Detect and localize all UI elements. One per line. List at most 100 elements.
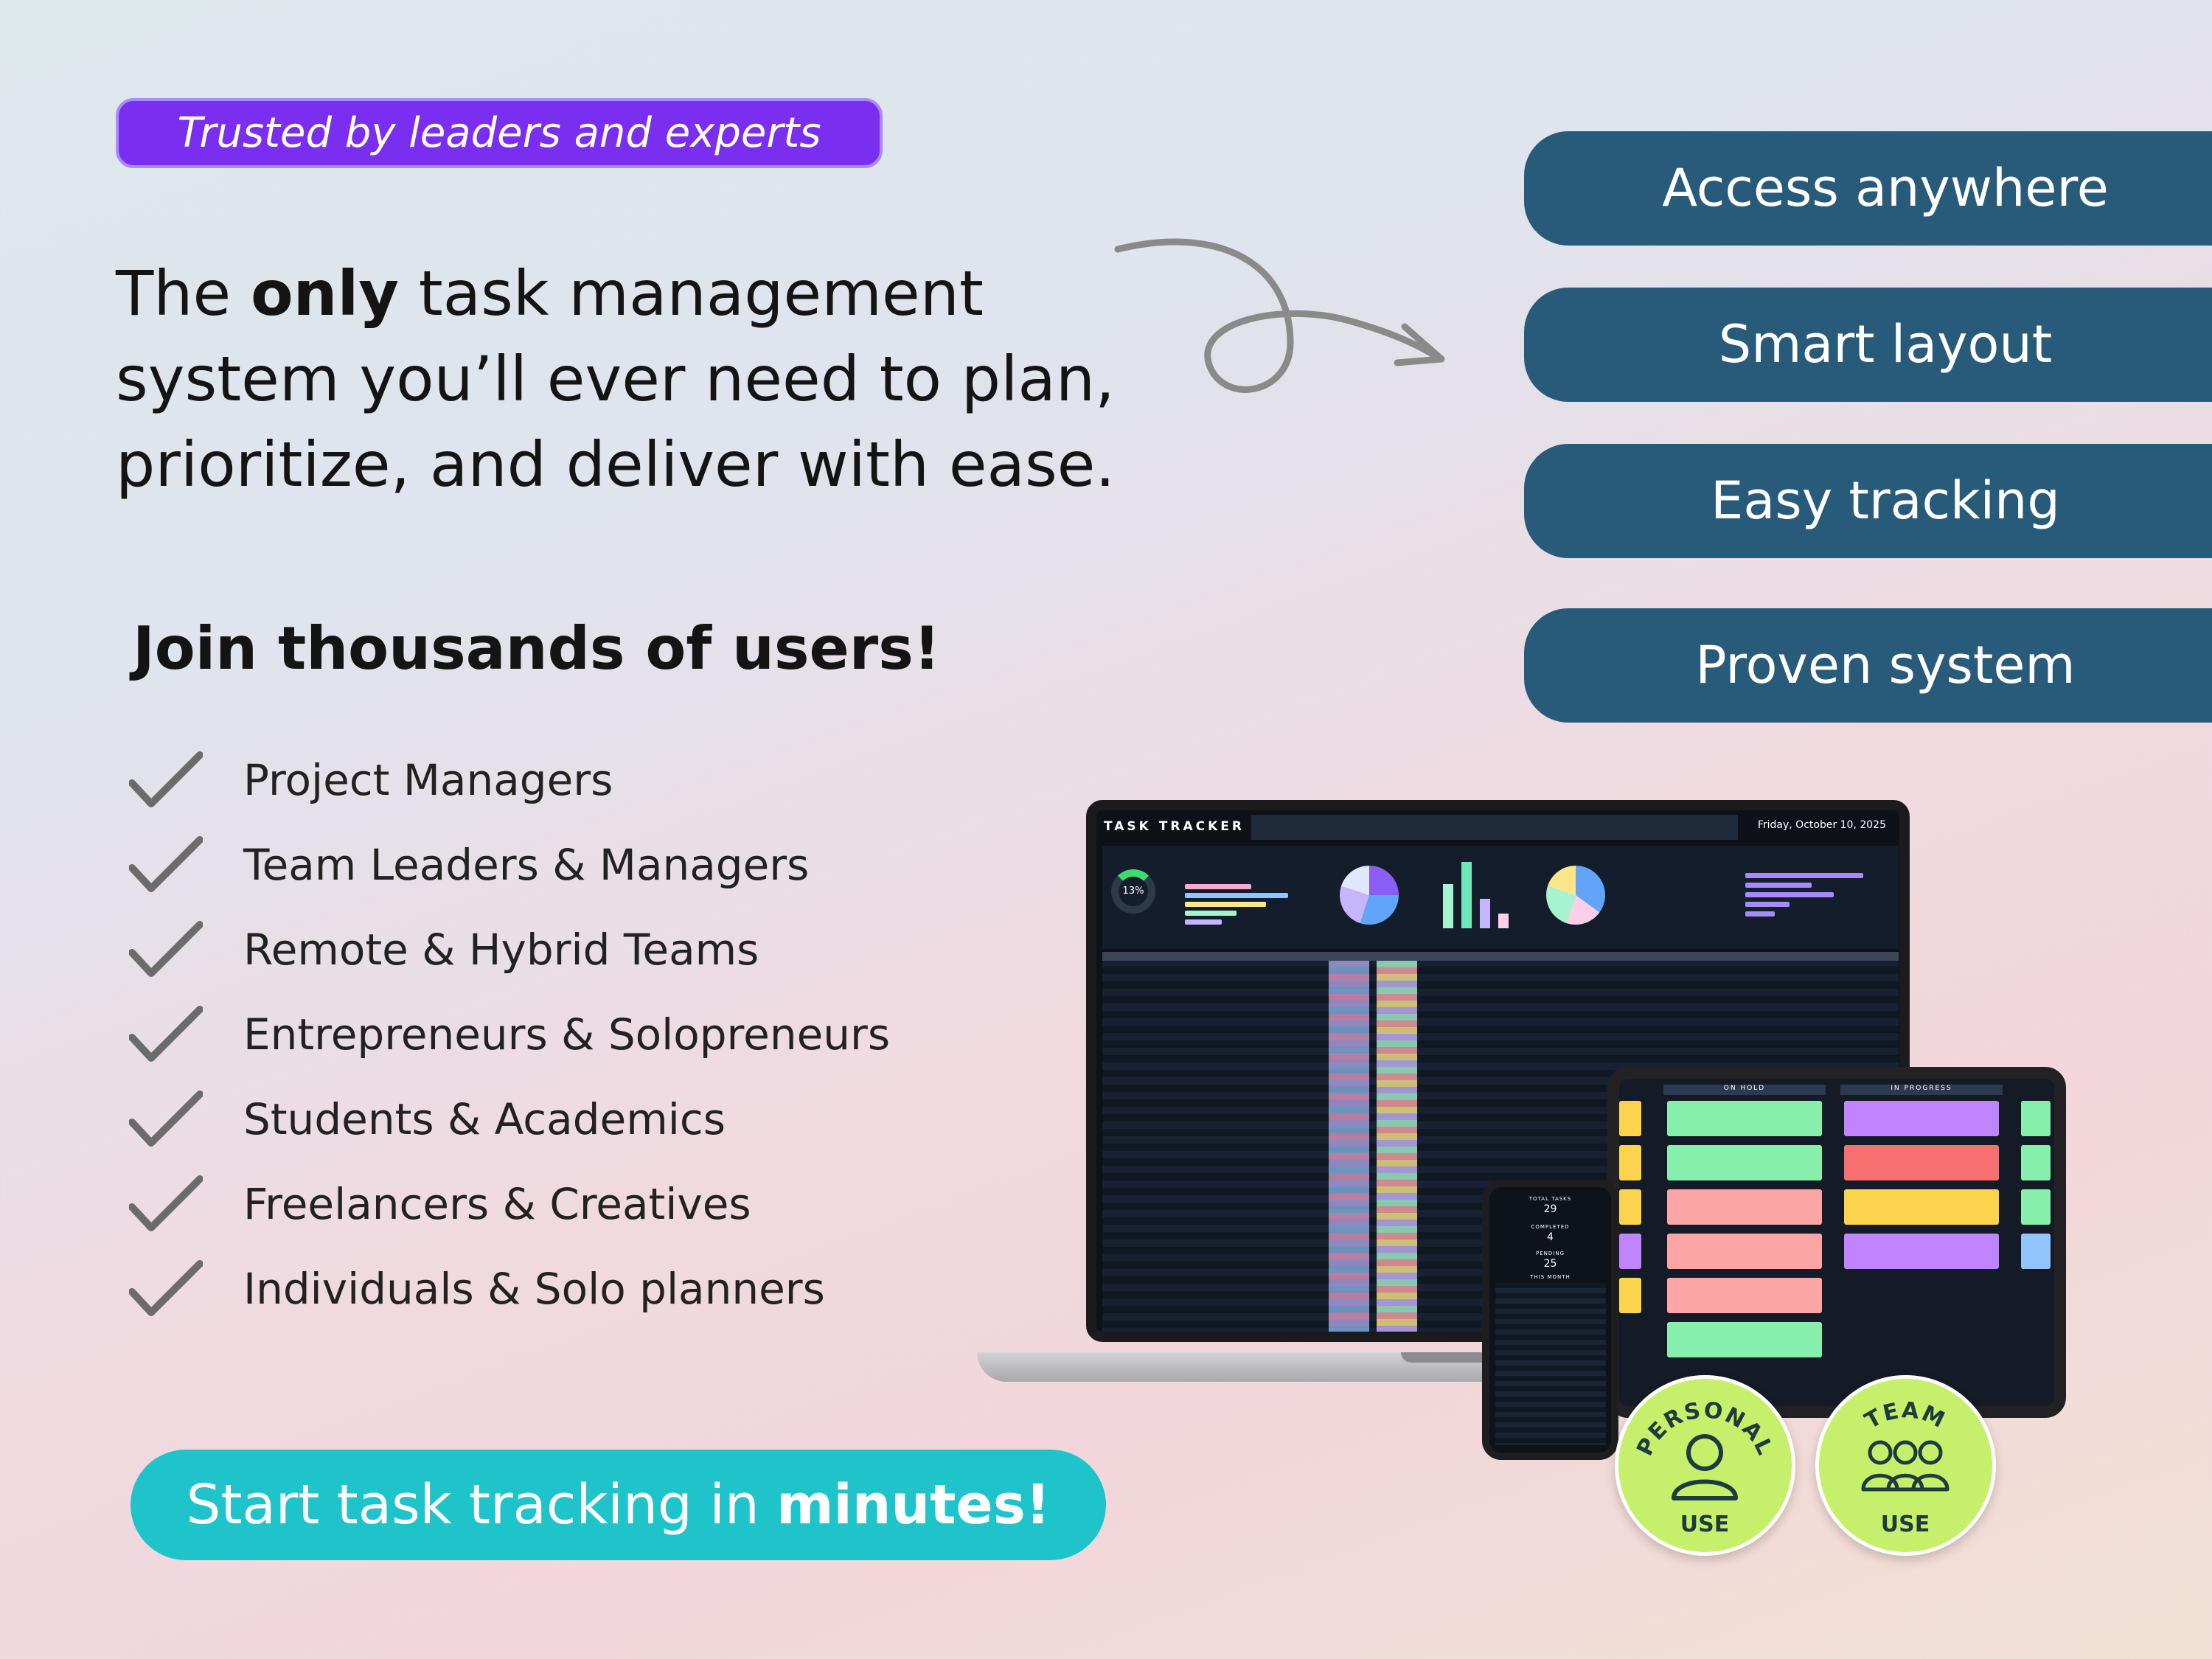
list-item: Students & Academics	[129, 1077, 890, 1161]
kanban-card	[1844, 1101, 1999, 1136]
trusted-badge: Trusted by leaders and experts	[116, 98, 883, 168]
tracker-stats-bar	[1251, 815, 1738, 840]
kanban-card	[1844, 1145, 1999, 1180]
check-icon	[129, 920, 203, 977]
feature-access-anywhere: Access anywhere	[1524, 131, 2212, 246]
headline-part1: The	[116, 257, 251, 330]
cta-bold: minutes!	[776, 1473, 1051, 1537]
tracker-title: TASK TRACKER	[1104, 819, 1245, 834]
task-sheet-header	[1102, 952, 1899, 961]
matrix-bar	[1443, 884, 1453, 928]
headline: The only task management system you’ll e…	[116, 251, 1163, 507]
tablet-screen: ON HOLD IN PROGRESS	[1607, 1067, 2066, 1418]
matrix-bar	[1480, 899, 1490, 928]
list-item-label: Entrepreneurs & Solopreneurs	[243, 1009, 891, 1060]
kanban-card	[1619, 1278, 1641, 1313]
phone-total-value: 29	[1543, 1203, 1557, 1215]
status-column	[1377, 961, 1417, 1332]
kanban-card	[2021, 1101, 2051, 1136]
kanban-card	[1667, 1101, 1822, 1136]
kanban-card	[1844, 1189, 1999, 1225]
personal-bottom-text: USE	[1680, 1512, 1729, 1537]
kanban-col-in-progress: IN PROGRESS	[1840, 1085, 2003, 1095]
workload-bar	[1745, 911, 1775, 917]
phone-total-label: TOTAL TASKS	[1528, 1196, 1572, 1202]
matrix-bars	[1443, 855, 1531, 928]
list-item: Individuals & Solo planners	[129, 1246, 890, 1331]
priority-pie	[1340, 866, 1399, 925]
kanban-card	[1667, 1278, 1822, 1313]
list-item-label: Project Managers	[243, 754, 613, 805]
svg-text:PERSONAL: PERSONAL	[1632, 1397, 1778, 1460]
check-icon	[129, 1090, 203, 1147]
kanban-card	[1619, 1234, 1641, 1269]
kanban-card	[1619, 1189, 1641, 1225]
list-item-label: Freelancers & Creatives	[243, 1178, 751, 1229]
team-top-text: TEAM	[1860, 1397, 1948, 1434]
phone-pending-value: 25	[1543, 1258, 1557, 1270]
list-item-label: Team Leaders & Managers	[243, 839, 810, 890]
cta-button[interactable]: Start task tracking in minutes!	[131, 1450, 1106, 1560]
group-icon: TEAM USE	[1860, 1397, 1950, 1537]
workload-bar	[1745, 883, 1812, 888]
users-list: Project Managers Team Leaders & Managers…	[129, 737, 890, 1331]
kanban-card	[2021, 1145, 2051, 1180]
kanban-card	[1619, 1101, 1641, 1136]
list-item: Remote & Hybrid Teams	[129, 907, 890, 992]
list-item: Entrepreneurs & Solopreneurs	[129, 992, 890, 1077]
list-item: Team Leaders & Managers	[129, 822, 890, 907]
list-item-label: Students & Academics	[243, 1093, 726, 1144]
headline-bold: only	[250, 257, 399, 330]
list-item: Project Managers	[129, 737, 890, 822]
status-pie	[1546, 866, 1605, 925]
kanban-card	[2021, 1234, 2051, 1269]
check-icon	[129, 1259, 203, 1316]
kanban-card	[1667, 1234, 1822, 1269]
kanban-card	[1667, 1322, 1822, 1357]
kanban-card	[1667, 1145, 1822, 1180]
check-icon	[129, 751, 203, 807]
personal-top-text: PERSONAL	[1632, 1397, 1776, 1460]
workload-bar	[1745, 892, 1834, 897]
svg-text:TEAM: TEAM	[1860, 1397, 1950, 1434]
phone-task-list	[1495, 1283, 1606, 1445]
list-item-label: Remote & Hybrid Teams	[243, 924, 759, 975]
matrix-bar	[1498, 914, 1509, 928]
curved-arrow-icon	[1114, 238, 1445, 393]
category-bar	[1185, 902, 1266, 907]
check-icon	[129, 1005, 203, 1062]
person-icon: PERSONAL USE	[1632, 1397, 1778, 1537]
priority-column	[1329, 961, 1369, 1332]
phone-screen: TOTAL TASKS 29 COMPLETED 4 PENDING 25 TH…	[1482, 1180, 1618, 1460]
join-title: Join thousands of users!	[133, 614, 941, 683]
list-item: Freelancers & Creatives	[129, 1161, 890, 1246]
cta-part1: Start task tracking in	[186, 1473, 777, 1537]
workload-bar	[1745, 873, 1863, 878]
kanban-card	[1844, 1234, 1999, 1269]
kanban-card	[2021, 1189, 2051, 1225]
workload-bar	[1745, 902, 1790, 907]
phone-pending-label: PENDING	[1536, 1251, 1565, 1256]
kanban-col-on-hold: ON HOLD	[1663, 1085, 1826, 1095]
team-use-badge: TEAM USE	[1815, 1375, 1996, 1556]
team-bottom-text: USE	[1881, 1512, 1930, 1537]
category-bar	[1185, 884, 1251, 889]
feature-easy-tracking: Easy tracking	[1524, 444, 2212, 558]
kanban-card	[1619, 1145, 1641, 1180]
phone-list-title: THIS MONTH	[1530, 1274, 1571, 1280]
progress-donut: 13%	[1111, 869, 1155, 914]
kanban-card	[1667, 1189, 1822, 1225]
headline-part2: task management system you’ll ever need …	[116, 257, 1116, 501]
phone-completed-label: COMPLETED	[1531, 1224, 1570, 1230]
check-icon	[129, 1175, 203, 1231]
matrix-bar	[1461, 862, 1472, 928]
phone-completed-value: 4	[1547, 1231, 1554, 1243]
category-bar	[1185, 919, 1222, 925]
check-icon	[129, 835, 203, 892]
personal-use-badge: PERSONAL USE	[1615, 1375, 1795, 1556]
category-bar	[1185, 911, 1237, 916]
feature-proven-system: Proven system	[1524, 608, 2212, 723]
tracker-date: Friday, October 10, 2025	[1757, 819, 1886, 831]
feature-smart-layout: Smart layout	[1524, 288, 2212, 402]
list-item-label: Individuals & Solo planners	[243, 1263, 825, 1314]
